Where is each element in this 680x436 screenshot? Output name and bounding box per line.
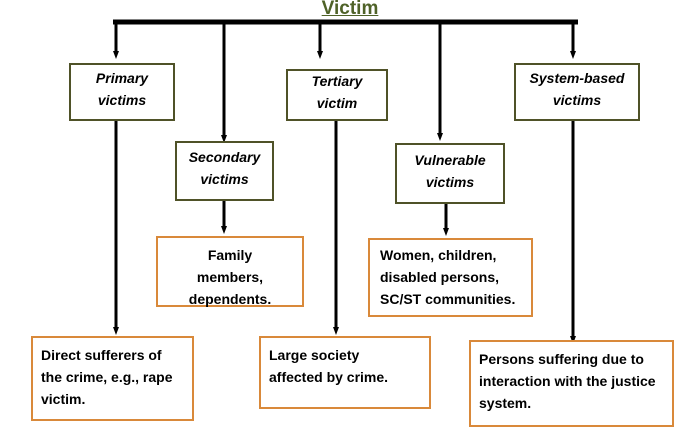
category-system-based: System-based victims [514,63,640,121]
description-text: Persons suffering due to interaction wit… [479,351,656,411]
diagram-title: Victim [321,0,379,19]
description-text: Direct sufferers of the crime, e.g., rap… [41,347,173,407]
category-label: Secondary victims [188,149,261,187]
description-text: Family members, dependents. [188,247,272,307]
category-label: Tertiary victim [311,73,363,111]
description-system-based: Persons suffering due to interaction wit… [469,340,674,427]
description-secondary: Family members, dependents. [156,236,304,307]
category-tertiary: Tertiary victim [286,69,388,121]
description-text: Women, children, disabled persons, SC/ST… [380,247,516,307]
category-secondary: Secondary victims [175,141,274,201]
description-text: Large society affected by crime. [269,347,389,385]
description-tertiary: Large society affected by crime. [259,336,431,409]
category-label: Vulnerable victims [414,151,486,190]
description-vulnerable: Women, children, disabled persons, SC/ST… [368,238,533,317]
category-primary: Primary victims [69,63,175,121]
category-label: System-based victims [529,70,625,108]
category-vulnerable: Vulnerable victims [395,143,505,204]
category-label: Primary victims [95,70,149,108]
description-primary: Direct sufferers of the crime, e.g., rap… [31,336,194,421]
